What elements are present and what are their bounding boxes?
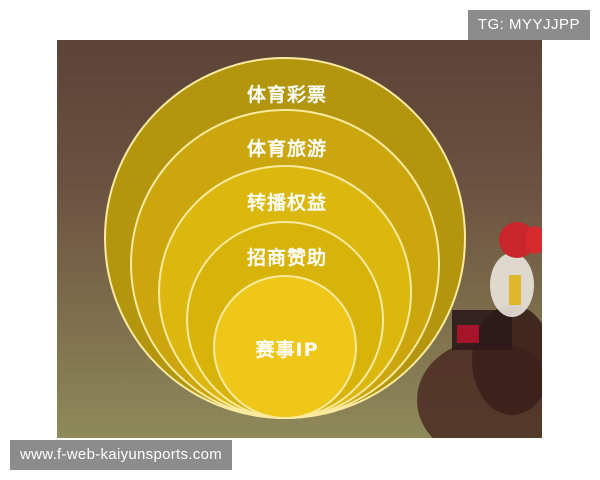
horse-racing-photo [417, 222, 542, 438]
label-sports-tourism: 体育旅游 [247, 137, 327, 160]
watermark-top: TG: MYYJJPP [467, 10, 590, 40]
ring-event-ip [213, 275, 357, 419]
label-sponsorship: 招商赞助 [247, 246, 327, 269]
label-event-ip: 赛事IP [255, 338, 319, 361]
label-sports-lottery: 体育彩票 [247, 83, 327, 106]
watermark-bottom: www.f-web-kaiyunsports.com [10, 440, 233, 470]
label-broadcast-rights: 转播权益 [247, 191, 327, 214]
